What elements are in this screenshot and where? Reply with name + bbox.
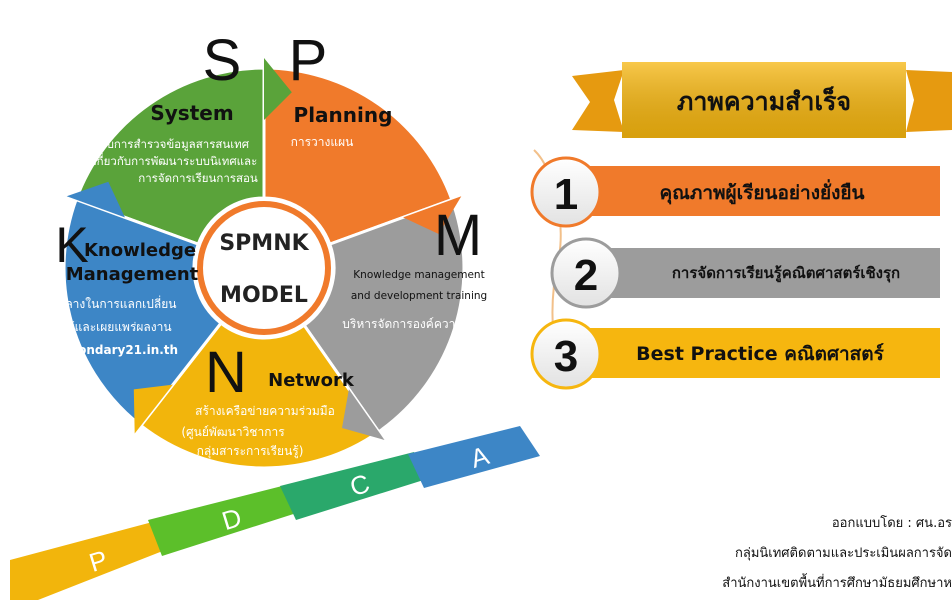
achievement-number-circle-1	[530, 156, 602, 228]
system-line-2: เกี่ยวกับการพัฒนาระบบนิเทศและ	[93, 153, 258, 168]
s-letter: S	[203, 28, 242, 93]
pdca-arrows: P D C A	[10, 426, 540, 600]
pdca-step-d: D	[148, 484, 306, 556]
knowledge-title: Knowledge	[84, 240, 196, 261]
knowledge-segment	[62, 197, 224, 428]
knowledge-line-3: Kmsecondary21.in.th	[34, 343, 178, 357]
m-segment-arrowhead	[342, 389, 385, 440]
pdca-step-c: C	[280, 452, 430, 520]
network-line-3: กลุ่มสาระการเรียนรู้)	[197, 444, 304, 459]
pdca-chevron-d	[148, 484, 306, 556]
p-segment-arrowhead	[403, 196, 462, 234]
achievement-item-3: 3 Best Practice คณิตศาสตร์	[530, 318, 940, 390]
system-title: System	[150, 101, 233, 125]
knowledge-line-1: สื่อกลางในการแลกเปลี่ยน	[44, 295, 177, 311]
n-letter: N	[205, 340, 247, 405]
cycle-arrowheads	[66, 58, 462, 440]
n-segment-arrowhead	[133, 384, 173, 434]
credit-designer: ออกแบบโดย : ศน.อร	[832, 515, 952, 531]
spmnk-cycle-diagram: SPMNK MODEL S System ระบบการสำรวจข้อมูลส…	[34, 28, 487, 470]
system-segment	[74, 66, 266, 247]
banner-left-tail	[572, 70, 624, 132]
m-segment	[302, 197, 466, 434]
achievement-bar-1	[584, 166, 940, 216]
management-title: Management	[66, 264, 199, 285]
achievement-text-1: คุณภาพผู้เรียนอย่างยั่งยืน	[659, 179, 864, 205]
planning-line-1: การวางแผน	[291, 135, 354, 149]
system-line-1: ระบบการสำรวจข้อมูลสารสนเทศ	[87, 137, 250, 151]
planning-title: Planning	[294, 103, 393, 127]
p-letter: P	[289, 28, 328, 93]
hub-title: SPMNK	[219, 231, 309, 256]
pdca-step-a: A	[408, 426, 540, 488]
achievement-number-circle-2	[550, 237, 622, 309]
pdca-chevron-a	[408, 426, 540, 488]
network-segment	[138, 321, 381, 470]
success-banner: ภาพความสำเร็จ	[572, 62, 952, 138]
banner-right-tail	[906, 70, 952, 132]
network-line-1: สร้างเครือข่ายความร่วมมือ	[195, 404, 335, 418]
k-segment-arrowhead	[66, 181, 125, 218]
achievement-number-2: 2	[574, 251, 598, 300]
banner-shade	[622, 62, 906, 138]
pdca-step-p: P	[10, 520, 178, 600]
achievement-item-1: 1 คุณภาพผู้เรียนอย่างยั่งยืน	[530, 156, 940, 228]
m-line-2: and development training	[351, 290, 487, 302]
planning-segment	[262, 66, 454, 247]
s-segment-arrowhead	[264, 58, 292, 120]
credits: ออกแบบโดย : ศน.อร กลุ่มนิเทศติดตามและประ…	[722, 515, 952, 591]
system-line-3: การจัดการเรียนการสอน	[138, 171, 258, 185]
k-letter: K	[55, 217, 88, 273]
network-title: Network	[268, 370, 355, 391]
achievement-number-circle-3	[530, 318, 602, 390]
achievement-number-1: 1	[554, 170, 578, 219]
achievement-number-3: 3	[554, 332, 578, 381]
hub-subtitle: MODEL	[220, 283, 308, 308]
achievement-bar-3	[584, 328, 940, 378]
achievement-text-2: การจัดการเรียนรู้คณิตศาสตร์เชิงรุก	[672, 264, 900, 283]
m-line-1: Knowledge management	[353, 269, 484, 281]
m-line-3: บริหารจัดการองค์ความรู้	[342, 317, 470, 332]
achievement-item-2: 2 การจัดการเรียนรู้คณิตศาสตร์เชิงรุก	[550, 237, 940, 309]
m-letter: M	[434, 203, 482, 268]
knowledge-line-2: เรียนรู้และเผยแพร่ผลงาน	[42, 320, 171, 335]
achievement-text-3: Best Practice คณิตศาสตร์	[636, 343, 884, 365]
credit-office: สำนักงานเขตพื้นที่การศึกษามัธยมศึกษาห	[722, 573, 952, 591]
network-line-2: (ศูนย์พัฒนาวิชาการ	[181, 425, 285, 440]
credit-group: กลุ่มนิเทศติดตามและประเมินผลการจัด	[735, 546, 952, 561]
achievement-bar-2	[610, 248, 940, 298]
hub-circle	[197, 201, 331, 335]
banner-title: ภาพความสำเร็จ	[677, 86, 851, 116]
pdca-chevron-p	[10, 520, 178, 600]
pdca-chevron-c	[280, 452, 430, 520]
